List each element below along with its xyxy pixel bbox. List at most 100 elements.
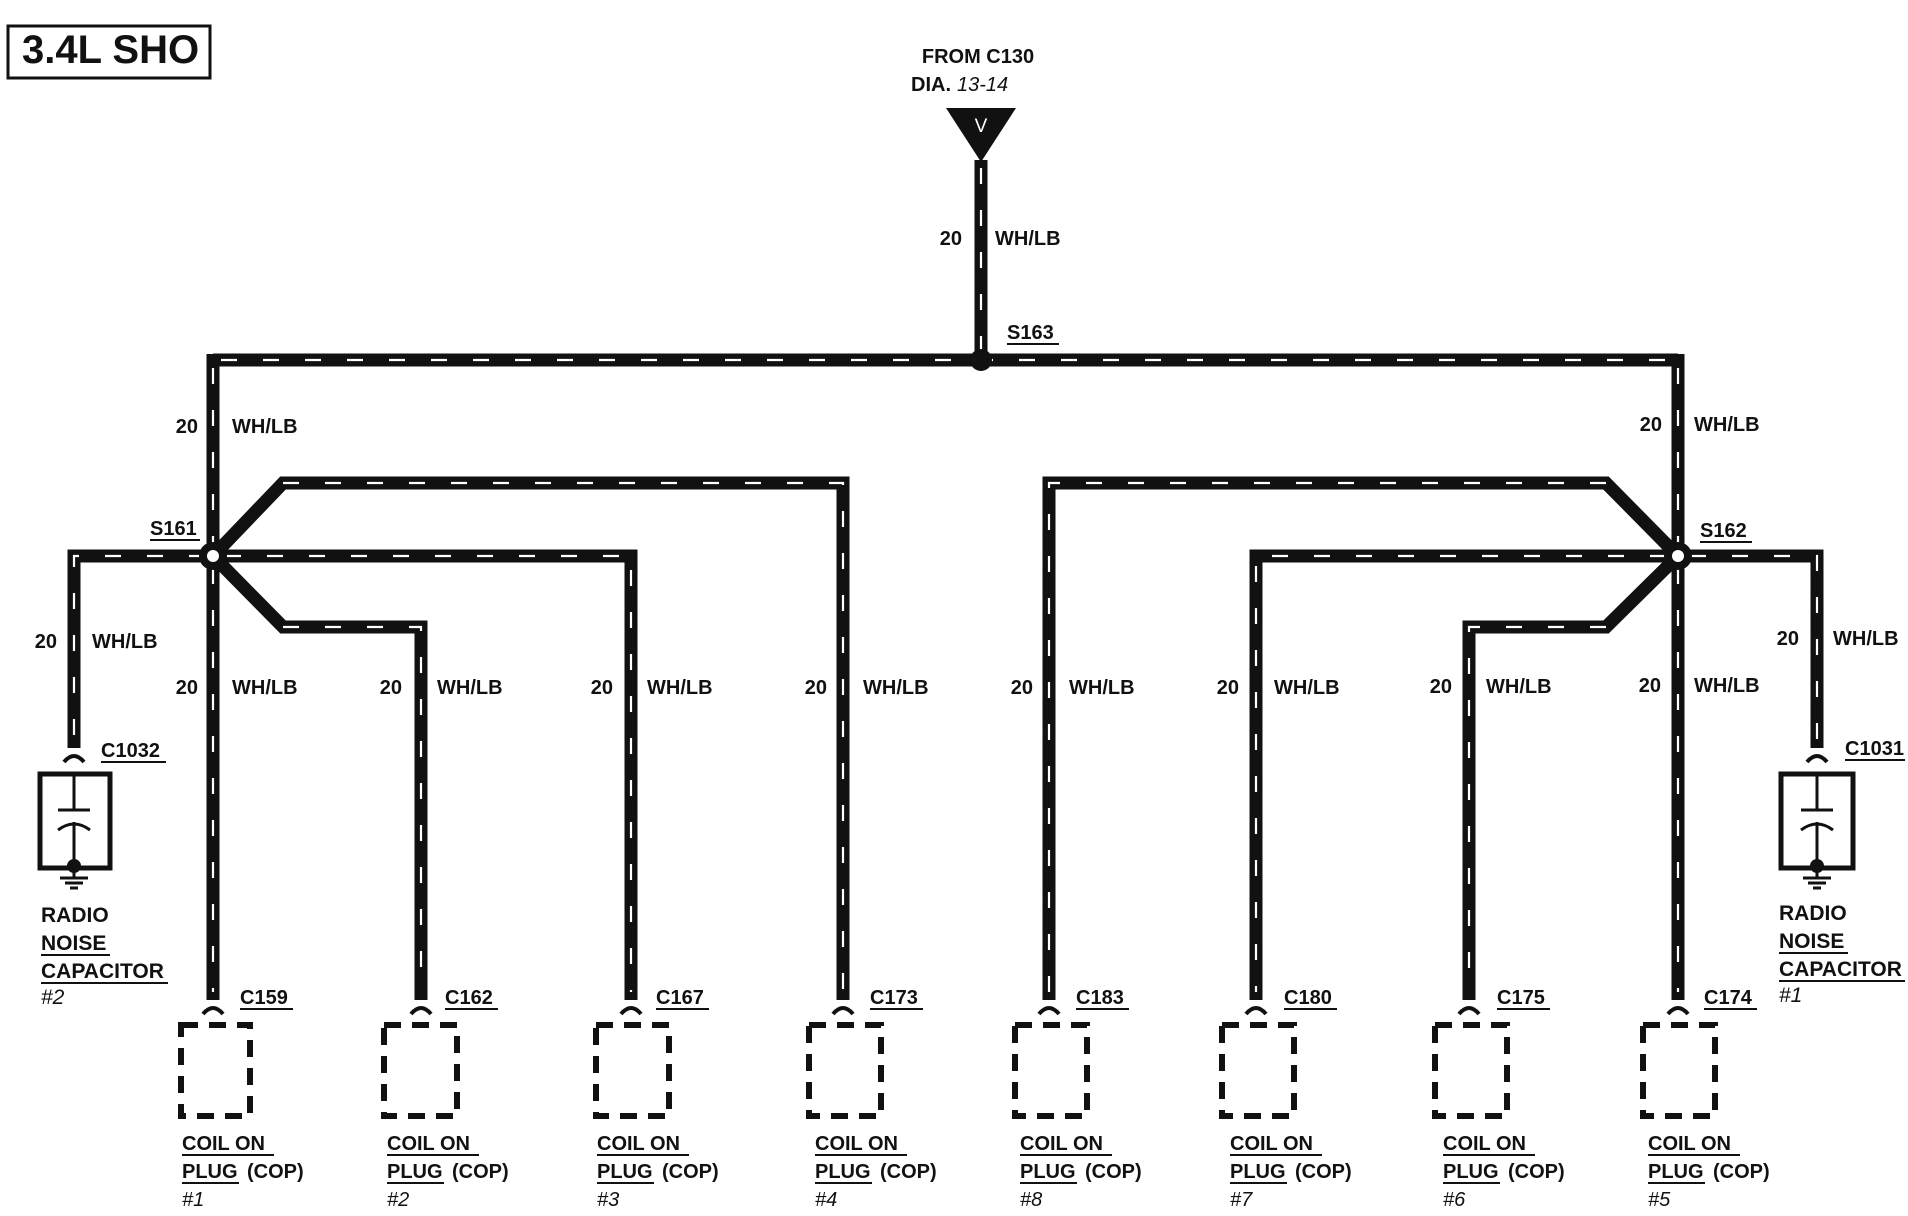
wire-color: WH/LB bbox=[232, 677, 298, 699]
wire-color: WH/LB bbox=[1694, 414, 1760, 436]
diagram-title: 3.4L SHO bbox=[22, 28, 199, 72]
coil-name-line1: COIL ON bbox=[597, 1133, 680, 1155]
splice-label: S163 bbox=[1007, 322, 1054, 344]
splice-s163: S163 bbox=[970, 322, 1059, 371]
coil-number: #2 bbox=[387, 1189, 409, 1211]
connector-label: C1032 bbox=[101, 740, 160, 762]
wire-labels: 20 WH/LB 20 WH/LB 20 WH/LB 20 WH/LB 20 W… bbox=[35, 228, 1899, 699]
splice-s162: S162 bbox=[1664, 520, 1752, 570]
coil-on-plug-5: C174 COIL ON PLUG (COP) #5 bbox=[1640, 987, 1770, 1211]
coil-on-plug-8: C183 COIL ON PLUG (COP) #8 bbox=[1012, 987, 1142, 1211]
coil-component-box bbox=[1219, 1022, 1297, 1119]
capacitor-name-line3: CAPACITOR bbox=[1779, 958, 1902, 981]
capacitor-name-line2: NOISE bbox=[41, 932, 106, 955]
coil-number: #3 bbox=[597, 1189, 619, 1211]
connector-terminal-icon bbox=[1244, 1006, 1268, 1016]
wire-color: WH/LB bbox=[437, 677, 503, 699]
wire-color: WH/LB bbox=[647, 677, 713, 699]
coil-name-plug: PLUG bbox=[1648, 1161, 1704, 1183]
capacitor-name-line1: RADIO bbox=[1779, 902, 1847, 925]
splice-label: S162 bbox=[1700, 520, 1747, 542]
coil-name-cop: (COP) bbox=[1508, 1161, 1565, 1183]
coil-name-line1: COIL ON bbox=[1230, 1133, 1313, 1155]
coil-name-plug: PLUG bbox=[182, 1161, 238, 1183]
wire-gauge: 20 bbox=[805, 677, 827, 699]
capacitor-name-line3: CAPACITOR bbox=[41, 960, 164, 983]
wire-gauge: 20 bbox=[1430, 676, 1452, 698]
coil-name-plug: PLUG bbox=[1443, 1161, 1499, 1183]
wire-color: WH/LB bbox=[1833, 628, 1899, 650]
capacitor-icon bbox=[1800, 776, 1834, 866]
connector-label: C173 bbox=[870, 987, 918, 1009]
coil-number: #6 bbox=[1443, 1189, 1466, 1211]
splice-label: S161 bbox=[150, 518, 197, 540]
coil-component-box bbox=[381, 1022, 460, 1119]
coil-component-box bbox=[1432, 1022, 1510, 1119]
capacitor-name-line1: RADIO bbox=[41, 904, 109, 927]
wire-cap-1 bbox=[1678, 549, 1824, 748]
coil-on-plug-6: C175 COIL ON PLUG (COP) #6 bbox=[1432, 987, 1565, 1211]
coil-number: #5 bbox=[1648, 1189, 1671, 1211]
source-dia-ref: 13-14 bbox=[957, 74, 1008, 96]
coil-number: #7 bbox=[1230, 1189, 1253, 1211]
radio-noise-capacitor-2: C1032 RADIO NOISE CAPACITOR #2 bbox=[37, 740, 168, 1009]
wire-gauge: 20 bbox=[1777, 628, 1799, 650]
coil-component-box bbox=[1012, 1022, 1090, 1119]
wire-gauge: 20 bbox=[1640, 414, 1662, 436]
coil-on-plug-4: C173 COIL ON PLUG (COP) #4 bbox=[806, 987, 937, 1211]
wire-gauge: 20 bbox=[176, 416, 198, 438]
coil-name-line1: COIL ON bbox=[182, 1133, 265, 1155]
wire-color: WH/LB bbox=[1486, 676, 1552, 698]
coil-on-plug-3: C167 COIL ON PLUG (COP) #3 bbox=[593, 987, 719, 1211]
coil-number: #8 bbox=[1020, 1189, 1042, 1211]
wire-color: WH/LB bbox=[232, 416, 298, 438]
coil-name-cop: (COP) bbox=[1713, 1161, 1770, 1183]
coil-name-plug: PLUG bbox=[597, 1161, 653, 1183]
coil-name-plug: PLUG bbox=[815, 1161, 871, 1183]
capacitor-number: #1 bbox=[1779, 984, 1802, 1007]
coil-name-plug: PLUG bbox=[1020, 1161, 1076, 1183]
wire-gauge: 20 bbox=[940, 228, 962, 250]
connector-label: C174 bbox=[1704, 987, 1753, 1009]
wire-gauge: 20 bbox=[1217, 677, 1239, 699]
coil-name-cop: (COP) bbox=[662, 1161, 719, 1183]
coil-name-plug: PLUG bbox=[1230, 1161, 1286, 1183]
connector-terminal-icon bbox=[409, 1006, 433, 1016]
coil-name-cop: (COP) bbox=[452, 1161, 509, 1183]
coil-name-cop: (COP) bbox=[247, 1161, 304, 1183]
coil-number: #4 bbox=[815, 1189, 837, 1211]
splice-s161: S161 bbox=[150, 518, 227, 570]
connector-label: C159 bbox=[240, 987, 288, 1009]
radio-noise-capacitor-1: C1031 RADIO NOISE CAPACITOR #1 bbox=[1778, 738, 1905, 1007]
source-connector: FROM C130 DIA. 13-14 V bbox=[911, 46, 1034, 162]
coil-on-plug-7: C180 COIL ON PLUG (COP) #7 bbox=[1219, 987, 1352, 1211]
source-connector-letter: V bbox=[975, 116, 988, 137]
source-dia-prefix: DIA. bbox=[911, 74, 951, 96]
connector-label: C162 bbox=[445, 987, 493, 1009]
wire-harness bbox=[67, 160, 1824, 1000]
wire-color: WH/LB bbox=[863, 677, 929, 699]
coil-name-plug: PLUG bbox=[387, 1161, 443, 1183]
coil-name-line1: COIL ON bbox=[1648, 1133, 1731, 1155]
connector-terminal-icon bbox=[1457, 1006, 1481, 1016]
wire-color: WH/LB bbox=[92, 631, 158, 653]
wire-gauge: 20 bbox=[1639, 675, 1661, 697]
splice-dot-icon bbox=[970, 349, 992, 371]
connector-terminal-icon bbox=[1805, 754, 1829, 764]
coil-name-cop: (COP) bbox=[880, 1161, 937, 1183]
capacitor-name-line2: NOISE bbox=[1779, 930, 1844, 953]
title-box: 3.4L SHO bbox=[6, 24, 212, 80]
ground-icon bbox=[60, 866, 88, 890]
coil-number: #1 bbox=[182, 1189, 204, 1211]
coil-component-box bbox=[178, 1022, 253, 1119]
wire-gauge: 20 bbox=[591, 677, 613, 699]
wire-color: WH/LB bbox=[1069, 677, 1135, 699]
wire-color: WH/LB bbox=[1274, 677, 1340, 699]
connector-terminal-icon bbox=[62, 754, 86, 764]
connector-terminal-icon bbox=[619, 1006, 643, 1016]
coil-on-plug-group: C159 COIL ON PLUG (COP) #1 C162 COIL ON … bbox=[178, 987, 1770, 1211]
coil-name-cop: (COP) bbox=[1295, 1161, 1352, 1183]
ground-icon bbox=[1803, 866, 1831, 890]
wire-coil-8 bbox=[1042, 476, 1683, 1000]
